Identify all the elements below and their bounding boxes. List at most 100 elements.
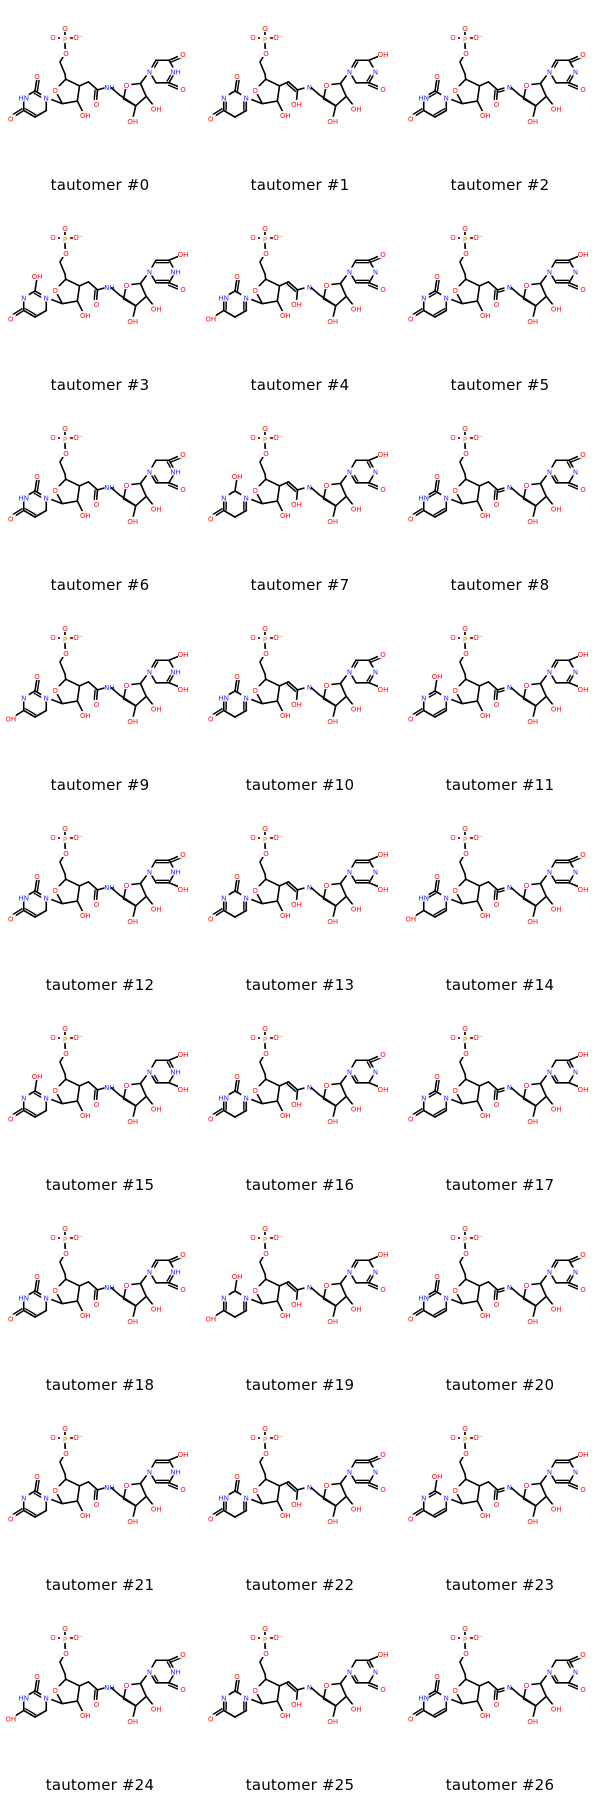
atom-label-oxygen: O: [234, 1073, 240, 1081]
atom-label-hydroxyl: OH: [178, 1451, 189, 1459]
atom-label-n: N: [307, 1484, 312, 1492]
bond: [261, 900, 279, 905]
bond: [134, 895, 148, 907]
bond-double: [411, 1307, 423, 1317]
atom-mask: [241, 693, 252, 702]
bond: [318, 294, 337, 307]
atom-label-oxygen: O: [124, 1282, 130, 1290]
bond-double: [169, 1256, 183, 1264]
atom-label-oxygen: O: [180, 1286, 186, 1294]
atom-mask: [370, 1067, 381, 1076]
bond: [459, 1061, 466, 1075]
bond: [134, 1695, 148, 1707]
atom-label-oxygen: O: [8, 1516, 14, 1524]
atom-mask: [377, 684, 388, 693]
atom-label-hydroxyl: OH: [527, 718, 538, 726]
atom-mask: [91, 1299, 102, 1308]
bond: [64, 278, 81, 287]
atom-label-n: N: [44, 695, 49, 703]
atom-mask: [460, 35, 470, 43]
atom-label-n: N: [147, 1669, 152, 1677]
atom-mask: [577, 1050, 588, 1059]
bond: [534, 895, 548, 907]
atom-label-n: N: [444, 895, 449, 903]
bond: [287, 1081, 299, 1091]
atom-label-nh: NH: [170, 1469, 181, 1477]
bond: [476, 1300, 485, 1314]
atom-mask: [205, 514, 216, 523]
atom-mask: [480, 1511, 491, 1520]
atom-mask: [5, 1714, 16, 1723]
atom-label-hydroxyl: OH: [378, 1086, 389, 1094]
bond: [276, 1085, 281, 1102]
bond: [78, 281, 90, 287]
atom-label-o_minus: O⁻: [73, 434, 83, 442]
atom-mask: [370, 1667, 381, 1676]
bond: [264, 1073, 267, 1080]
bond: [476, 1500, 485, 1514]
bond: [510, 1487, 521, 1496]
atom-mask: [273, 33, 283, 41]
bond: [318, 494, 337, 507]
atom-mask: [248, 833, 258, 841]
bond-double: [211, 1707, 223, 1717]
bond-double: [411, 307, 423, 317]
bond: [276, 485, 281, 502]
atom-mask: [377, 450, 388, 459]
bond: [78, 81, 90, 87]
atom-mask: [491, 99, 502, 108]
atom-label-oxygen: O: [494, 1701, 500, 1709]
atom-mask: [291, 899, 302, 908]
atom-label-n: N: [244, 495, 249, 503]
atom-mask: [127, 316, 138, 325]
atom-label-n: N: [347, 69, 352, 77]
bond: [487, 681, 499, 691]
bond: [234, 1109, 248, 1118]
atom-label-n: N: [221, 895, 226, 903]
atom-label-oxygen: O: [450, 234, 456, 242]
bond-double: [236, 1078, 241, 1092]
atom-label-hydroxyl: OH: [80, 112, 91, 120]
bond: [64, 478, 81, 487]
bond: [476, 685, 481, 702]
atom-mask: [170, 1467, 181, 1476]
bond: [422, 1109, 436, 1118]
bond: [331, 1105, 337, 1120]
atom-mask: [32, 1272, 42, 1280]
atom-mask: [351, 1704, 362, 1713]
atom-label-n: N: [244, 1695, 249, 1703]
atom-label-oxygen: O: [180, 1686, 186, 1694]
atom-label-hydroxyl: OH: [291, 101, 302, 109]
atom-mask: [377, 484, 388, 493]
atom-mask: [405, 1514, 416, 1523]
bond: [539, 482, 548, 498]
atom-label-hydroxyl: OH: [151, 1305, 162, 1313]
atom-mask: [60, 1624, 70, 1632]
bond: [434, 309, 448, 318]
atom-mask: [450, 86, 461, 95]
atom-mask: [260, 1635, 270, 1643]
atom-mask: [241, 493, 252, 502]
bond: [76, 285, 81, 302]
bond: [495, 1089, 499, 1103]
atom-label-n: N: [444, 1495, 449, 1503]
atom-mask: [577, 84, 588, 93]
atom-mask: [544, 667, 555, 676]
atom-label-n: N: [347, 1069, 352, 1077]
atom-mask: [80, 511, 91, 520]
atom-mask: [5, 914, 16, 923]
atom-mask: [461, 1449, 471, 1457]
atom-label-n: N: [421, 295, 426, 303]
atom-label-hydroxyl: OH: [327, 518, 338, 526]
bond: [234, 309, 248, 318]
bond: [331, 905, 337, 920]
bond: [234, 709, 248, 718]
atom-mask: [327, 316, 338, 325]
atom-mask: [177, 1084, 188, 1093]
atom-label-oxygen: O: [262, 1025, 268, 1033]
